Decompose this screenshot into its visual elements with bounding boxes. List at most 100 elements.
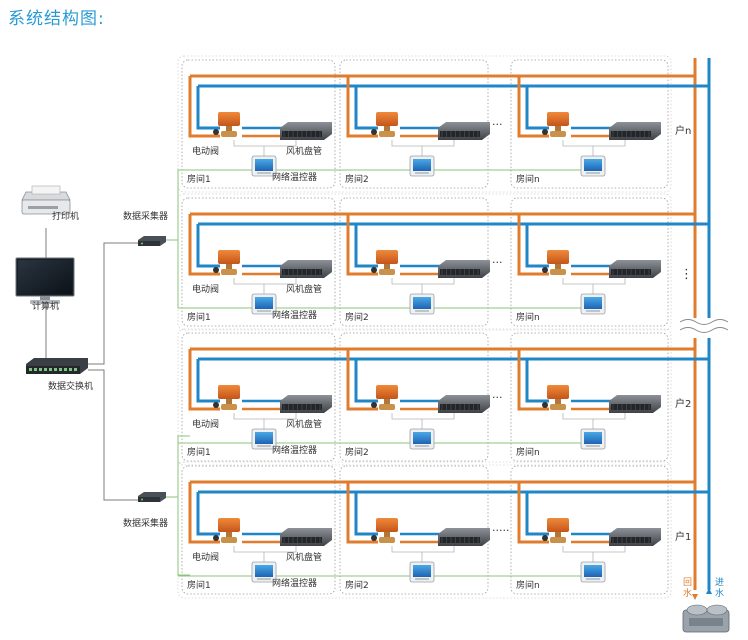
room-supply-pipe (354, 224, 378, 268)
network-lines-layer (45, 140, 626, 577)
household-label: 户n (675, 124, 691, 137)
fan-coil-icon (280, 260, 332, 278)
room-label: 房间2 (345, 446, 369, 458)
coil-label: 风机盘管 (286, 283, 322, 295)
network-thermostat-icon (580, 428, 606, 450)
network-thermostat-icon (580, 293, 606, 315)
more-households-mark: ⋮ (680, 267, 693, 282)
diagram-title: 系统结构图: (8, 9, 105, 29)
room-return-pipe (346, 214, 378, 276)
room-supply-pipe (196, 359, 220, 403)
computer-icon (15, 257, 75, 304)
household-label: 户2 (675, 397, 691, 410)
computer-label: 计算机 (32, 300, 59, 312)
thermostat-label: 网络温控器 (272, 577, 317, 589)
electric-valve-icon (371, 385, 398, 410)
room-return-pipe (517, 349, 549, 411)
network-thermostat-icon (251, 293, 277, 315)
room-supply-pipe (354, 492, 378, 536)
control-wire (562, 278, 626, 285)
electric-valve-icon (542, 518, 569, 543)
room-label: 房间2 (345, 579, 369, 591)
return-arrow-icon (692, 594, 698, 600)
fan-coil-icon (609, 260, 661, 278)
thermostat-label: 网络温控器 (272, 309, 317, 321)
room-return-pipe (188, 76, 220, 138)
fan-coil-icon (609, 395, 661, 413)
fan-coil-icon (609, 528, 661, 546)
room-supply-pipe (525, 86, 549, 130)
collector-floor-line (164, 169, 190, 241)
fan-coil-icon (438, 395, 490, 413)
room-supply-pipe (196, 224, 220, 268)
valve-label: 电动阀 (192, 283, 219, 295)
room-supply-pipe (525, 492, 549, 536)
fan-coil-icon (438, 528, 490, 546)
switch-label: 数据交换机 (48, 380, 93, 392)
more-rooms-dots: ··· (492, 391, 503, 404)
control-wire (562, 140, 626, 147)
room-return-pipe (517, 482, 549, 544)
devices-layer (213, 112, 661, 583)
electric-valve-icon (213, 112, 240, 137)
valve-label: 电动阀 (192, 418, 219, 430)
pipe-break-mark (679, 327, 729, 333)
room-return-pipe (517, 214, 549, 276)
electric-valve-icon (371, 250, 398, 275)
data-collector-icon (138, 236, 166, 246)
return-water-label: 水 (683, 587, 692, 599)
control-wire (391, 413, 455, 420)
more-rooms-dots: ··· (492, 118, 503, 131)
room-box (181, 197, 336, 327)
room-label: 房间1 (187, 446, 211, 458)
network-thermostat-icon (251, 561, 277, 583)
room-box (181, 332, 336, 462)
control-wire (233, 413, 297, 420)
network-thermostat-icon (409, 561, 435, 583)
room-label: 房间n (516, 579, 540, 591)
printer-icon (21, 185, 71, 215)
supply-arrow-icon (706, 588, 712, 594)
room-return-pipe (517, 76, 549, 138)
network-thermostat-icon (409, 428, 435, 450)
room-supply-pipe (354, 86, 378, 130)
room-return-pipe (346, 76, 378, 138)
control-wire (391, 278, 455, 285)
coil-label: 风机盘管 (286, 418, 322, 430)
collector-label-bottom: 数据采集器 (123, 517, 168, 529)
room-label: 房间2 (345, 311, 369, 323)
control-wire (391, 140, 455, 147)
electric-valve-icon (213, 250, 240, 275)
supply-water-label: 水 (715, 587, 724, 599)
room-supply-pipe (196, 492, 220, 536)
electric-valve-icon (542, 112, 569, 137)
room-label: 房间n (516, 446, 540, 458)
switch-collector-bottom-line (88, 369, 140, 501)
room-supply-pipe (196, 86, 220, 130)
electric-valve-icon (371, 518, 398, 543)
room-return-pipe (188, 214, 220, 276)
switch-collector-top-line (88, 242, 140, 365)
room-return-pipe (346, 349, 378, 411)
room-supply-pipe (354, 359, 378, 403)
left-equipment-layer (15, 185, 730, 633)
fan-coil-icon (438, 260, 490, 278)
room-label: 房间n (516, 173, 540, 185)
network-thermostat-icon (409, 293, 435, 315)
network-switch-icon (26, 358, 88, 374)
electric-valve-icon (213, 518, 240, 543)
room-box (181, 465, 336, 595)
control-wire (391, 546, 455, 553)
valve-label: 电动阀 (192, 551, 219, 563)
valve-label: 电动阀 (192, 145, 219, 157)
network-thermostat-icon (580, 561, 606, 583)
electric-valve-icon (542, 250, 569, 275)
coil-label: 风机盘管 (286, 551, 322, 563)
network-thermostat-icon (251, 155, 277, 177)
thermostat-label: 网络温控器 (272, 171, 317, 183)
room-label: 房间n (516, 311, 540, 323)
fan-coil-icon (609, 122, 661, 140)
printer-label: 打印机 (52, 210, 79, 222)
